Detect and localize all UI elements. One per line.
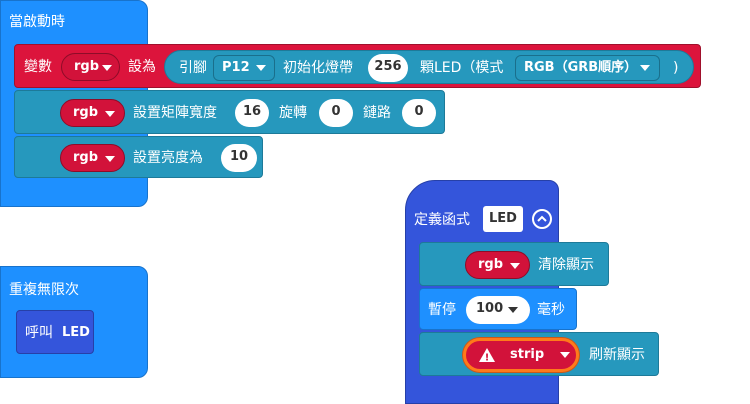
neopixel-create-block[interactable]: 引腳 P12 初始化燈帶 256 顆LED（模式 RGB（GRB順序） ) xyxy=(164,50,694,84)
clear-display-block[interactable]: rgb 清除顯示 xyxy=(419,242,609,286)
rotate-label: 旋轉 xyxy=(279,105,307,121)
chevron-down-icon xyxy=(102,65,112,71)
chain-field[interactable]: 0 xyxy=(402,99,436,127)
chevron-down-icon xyxy=(105,156,115,162)
brightness-label: 設置亮度為 xyxy=(133,150,203,166)
chain-label: 鏈路 xyxy=(363,105,391,121)
chevron-down-icon xyxy=(256,65,266,71)
call-label: 呼叫 xyxy=(25,325,53,341)
pause-duration-dropdown[interactable]: 100 xyxy=(466,296,530,324)
pause-label: 暫停 xyxy=(428,302,456,318)
rgb-variable-name: rgb xyxy=(73,150,99,165)
pause-block[interactable]: 暫停 100 毫秒 xyxy=(419,288,577,330)
pin-value: P12 xyxy=(222,60,250,75)
strip-variable-name: strip xyxy=(510,347,545,362)
pin-dropdown[interactable]: P12 xyxy=(213,55,275,81)
rgb-variable-dropdown[interactable]: rgb xyxy=(60,144,125,172)
mode-dropdown[interactable]: RGB（GRB順序） xyxy=(515,55,660,81)
init-strip-label: 初始化燈帶 xyxy=(283,60,353,76)
call-function-block[interactable]: 呼叫 LED xyxy=(16,310,94,354)
clear-display-label: 清除顯示 xyxy=(538,257,594,273)
strip-variable-dropdown[interactable]: ! strip xyxy=(463,338,579,372)
rgb-variable-name: rgb xyxy=(74,59,100,74)
matrix-width-block[interactable]: rgb 設置矩陣寬度 16 旋轉 0 鏈路 0 xyxy=(14,90,445,134)
rgb-variable-dropdown[interactable]: rgb xyxy=(61,53,120,81)
mode-value: RGB（GRB順序） xyxy=(524,60,638,75)
function-name-field[interactable]: LED xyxy=(483,206,523,232)
chevron-down-icon xyxy=(105,111,115,117)
define-function-label: 定義函式 xyxy=(414,212,470,228)
pin-label: 引腳 xyxy=(179,60,207,76)
close-paren: ) xyxy=(673,60,679,76)
chevron-down-icon xyxy=(508,307,518,313)
refresh-display-label: 刷新顯示 xyxy=(589,347,645,363)
pause-unit-label: 毫秒 xyxy=(537,302,565,318)
on-start-label: 當啟動時 xyxy=(9,14,65,30)
brightness-field[interactable]: 10 xyxy=(221,144,257,172)
chevron-down-icon xyxy=(640,65,650,71)
chevron-down-icon xyxy=(560,352,570,358)
pause-duration-value: 100 xyxy=(476,301,504,316)
rgb-variable-dropdown[interactable]: rgb xyxy=(465,251,530,279)
chevron-down-icon xyxy=(510,263,520,269)
rgb-variable-name: rgb xyxy=(478,257,504,272)
rotate-field[interactable]: 0 xyxy=(319,99,353,127)
rgb-variable-name: rgb xyxy=(73,105,99,120)
forever-label: 重複無限次 xyxy=(9,282,79,298)
rgb-variable-dropdown[interactable]: rgb xyxy=(60,99,125,127)
matrix-width-label: 設置矩陣寬度 xyxy=(133,105,217,121)
collapse-toggle-icon[interactable] xyxy=(532,209,552,229)
led-mode-label: 顆LED（模式 xyxy=(420,60,504,76)
warning-icon: ! xyxy=(479,348,495,364)
set-to-label: 設為 xyxy=(128,59,156,75)
svg-text:!: ! xyxy=(485,353,490,364)
led-count-field[interactable]: 256 xyxy=(368,54,408,82)
brightness-block[interactable]: rgb 設置亮度為 10 xyxy=(14,136,263,178)
matrix-width-field[interactable]: 16 xyxy=(235,99,269,127)
call-function-name: LED xyxy=(62,325,90,340)
function-name: LED xyxy=(489,211,517,226)
refresh-display-block[interactable]: ! strip 刷新顯示 xyxy=(419,332,659,376)
set-keyword: 變數 xyxy=(24,59,52,75)
